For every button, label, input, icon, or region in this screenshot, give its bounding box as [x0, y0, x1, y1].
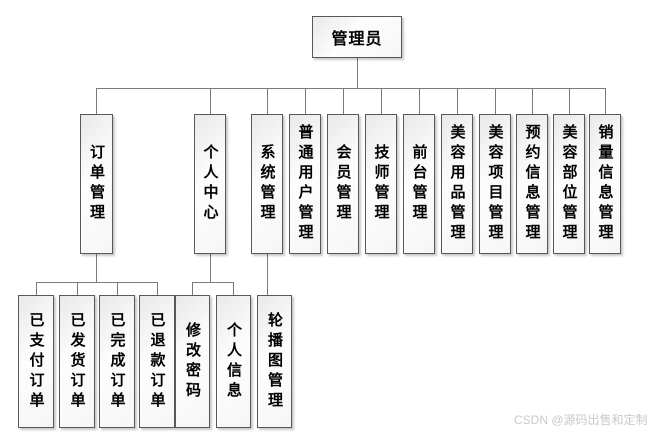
connector-personal-stem	[210, 253, 211, 282]
connector-personal-rail	[192, 282, 234, 283]
connector-drop	[192, 282, 193, 295]
connector-root-stem	[357, 58, 358, 88]
node-shipped-orders: 已发货订单	[59, 295, 95, 428]
connector-drop	[267, 88, 268, 114]
node-appointment-info-management: 预约信息管理	[516, 114, 548, 254]
node-change-password: 修改密码	[175, 295, 210, 428]
connector-drop	[36, 282, 37, 295]
node-personal-info: 个人信息	[216, 295, 251, 428]
connector-drop	[495, 88, 496, 114]
connector-system-stem	[267, 253, 268, 295]
node-regular-user-management: 普通用户管理	[289, 114, 321, 254]
connector-drop	[96, 88, 97, 114]
connector-main-rail	[96, 88, 606, 89]
node-paid-orders: 已支付订单	[18, 295, 54, 428]
node-beauty-part-management: 美容部位管理	[553, 114, 585, 254]
connector-drop	[532, 88, 533, 114]
node-beauty-products-management: 美容用品管理	[441, 114, 473, 254]
connector-drop	[457, 88, 458, 114]
node-refunded-orders: 已退款订单	[139, 295, 175, 428]
node-personal-center: 个人中心	[194, 114, 226, 254]
node-technician-management: 技师管理	[365, 114, 397, 254]
node-completed-orders: 已完成订单	[99, 295, 135, 428]
node-order-management: 订单管理	[80, 114, 113, 254]
node-beauty-project-management: 美容项目管理	[479, 114, 511, 254]
connector-drop	[233, 282, 234, 295]
node-front-desk-management: 前台管理	[403, 114, 435, 254]
connector-drop	[419, 88, 420, 114]
node-system-management: 系统管理	[251, 114, 283, 254]
connector-drop	[157, 282, 158, 295]
connector-drop	[605, 88, 606, 114]
connector-drop	[343, 88, 344, 114]
node-carousel-management: 轮播图管理	[257, 295, 292, 428]
csdn-watermark: CSDN @源码出售和定制	[514, 413, 648, 427]
connector-order-stem	[96, 253, 97, 282]
connector-drop	[305, 88, 306, 114]
node-admin: 管理员	[312, 16, 402, 58]
connector-order-rail	[36, 282, 158, 283]
connector-drop	[77, 282, 78, 295]
connector-drop	[210, 88, 211, 114]
connector-drop	[117, 282, 118, 295]
node-sales-info-management: 销量信息管理	[589, 114, 621, 254]
connector-drop	[381, 88, 382, 114]
node-member-management: 会员管理	[327, 114, 359, 254]
connector-drop	[569, 88, 570, 114]
